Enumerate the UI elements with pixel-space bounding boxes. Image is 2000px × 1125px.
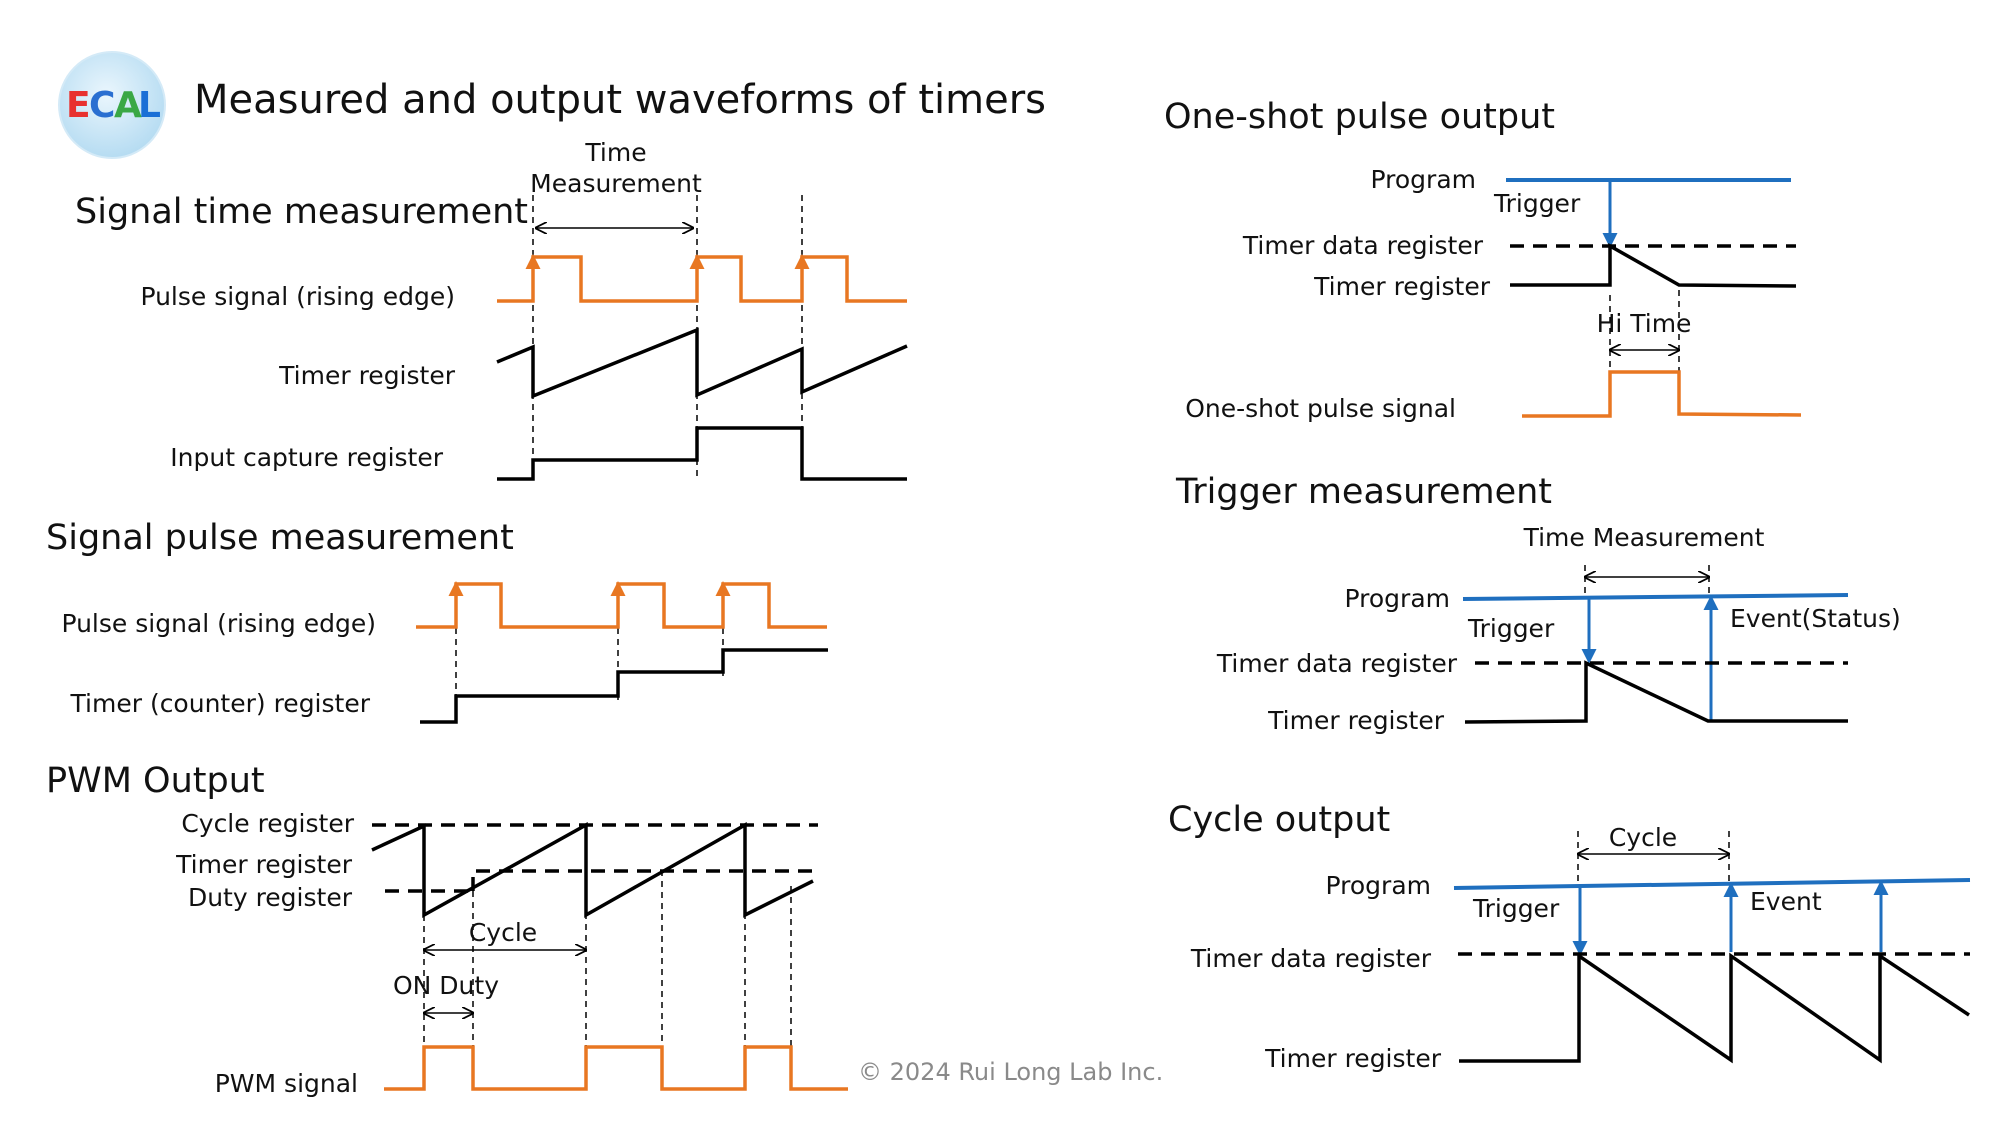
trigger-meas-trigger-label: Trigger [1467,614,1555,643]
trigger-meas-title: Trigger measurement [1175,472,1552,512]
one-shot-data-register-label: Timer data register [1242,231,1484,260]
cycle-out-event-label: Event [1750,887,1822,916]
logo-letter-a: A [114,85,142,126]
pwm-timer-wave [371,821,814,919]
signal-pulse-section: Signal pulse measurement Pulse signal (r… [46,518,828,724]
one-shot-title: One-shot pulse output [1164,97,1555,137]
one-shot-section: One-shot pulse output Program Timer data… [1164,97,1802,423]
logo-letter-e: E [66,85,91,126]
one-shot-guides [1609,290,1680,372]
pwm-duty-register-label: Duty register [188,883,353,912]
trigger-meas-guides [1584,565,1710,598]
ecal-logo: E C A L [58,51,166,159]
cycle-out-trigger-label: Trigger [1472,894,1560,923]
one-shot-trigger-label: Trigger [1493,189,1581,218]
signal-time-timer-label: Timer register [278,361,456,390]
cycle-out-program-line [1453,878,1971,890]
trigger-meas-timer-wave [1464,660,1848,724]
signal-time-edge-arrows [525,254,810,283]
pwm-timer-register-label: Timer register [175,850,353,879]
trigger-meas-section: Trigger measurement Time Measurement Pro… [1175,472,1901,735]
logo-letter-c: C [89,85,115,126]
signal-pulse-edge-arrows [448,581,731,610]
pwm-title: PWM Output [46,761,265,801]
copyright-notice: © 2024 Rui Long Lab Inc. [858,1058,1163,1086]
pwm-signal-wave [384,1045,848,1091]
one-shot-timer-register-label: Timer register [1313,272,1491,301]
signal-time-section: Signal time measurement Time Measurement… [75,138,908,481]
trigger-meas-timer-register-label: Timer register [1267,706,1445,735]
signal-time-capture-label: Input capture register [170,443,443,472]
cycle-out-title: Cycle output [1168,800,1390,840]
trigger-meas-interval-label: Time Measurement [1523,523,1765,552]
cycle-out-guides [1577,831,1730,885]
cycle-out-event-arrows [1572,880,1889,956]
cycle-out-data-register-label: Timer data register [1190,944,1432,973]
signal-pulse-pulse-label: Pulse signal (rising edge) [61,609,376,638]
cycle-out-timer-register-label: Timer register [1264,1044,1442,1073]
trigger-meas-program-line [1462,593,1849,601]
trigger-meas-event-label: Event(Status) [1730,604,1901,633]
signal-pulse-counter-wave [420,648,828,724]
signal-time-title: Signal time measurement [75,192,528,232]
one-shot-pulse-wave [1522,370,1802,418]
signal-pulse-guides [455,628,724,720]
pwm-signal-label: PWM signal [215,1069,358,1098]
signal-time-capture-wave [497,426,907,481]
signal-time-pulse-label: Pulse signal (rising edge) [140,282,455,311]
pwm-cycle-label: Cycle [469,918,537,947]
signal-time-timer-wave [496,327,908,399]
signal-time-interval-label-1: Time [584,138,646,167]
pwm-on-duty-label: ON Duty [393,971,499,1000]
page-title: Measured and output waveforms of timers [194,77,1046,123]
trigger-meas-program-label: Program [1345,584,1450,613]
cycle-out-timer-wave [1459,952,1970,1064]
pwm-cycle-register-label: Cycle register [181,809,354,838]
signal-time-guides [532,195,803,480]
cycle-out-cycle-label: Cycle [1609,823,1677,852]
trigger-meas-data-register-label: Timer data register [1216,649,1458,678]
signal-time-pulse-wave [497,255,907,303]
signal-time-interval-label-2: Measurement [530,169,702,198]
signal-pulse-counter-label: Timer (counter) register [70,689,371,718]
one-shot-timer-wave [1510,243,1797,288]
cycle-out-section: Cycle output Cycle Program Timer data re… [1168,800,1971,1073]
one-shot-pulse-label: One-shot pulse signal [1185,394,1456,423]
cycle-out-program-label: Program [1326,871,1431,900]
pwm-section: PWM Output Cycle register Timer register… [46,761,848,1098]
signal-pulse-pulse-wave [416,582,827,629]
logo-letter-l: L [138,85,161,126]
one-shot-hi-time-label: Hi Time [1597,309,1692,338]
signal-pulse-title: Signal pulse measurement [46,518,514,558]
pwm-duty-register-line-b [471,869,818,891]
one-shot-program-label: Program [1371,165,1476,194]
